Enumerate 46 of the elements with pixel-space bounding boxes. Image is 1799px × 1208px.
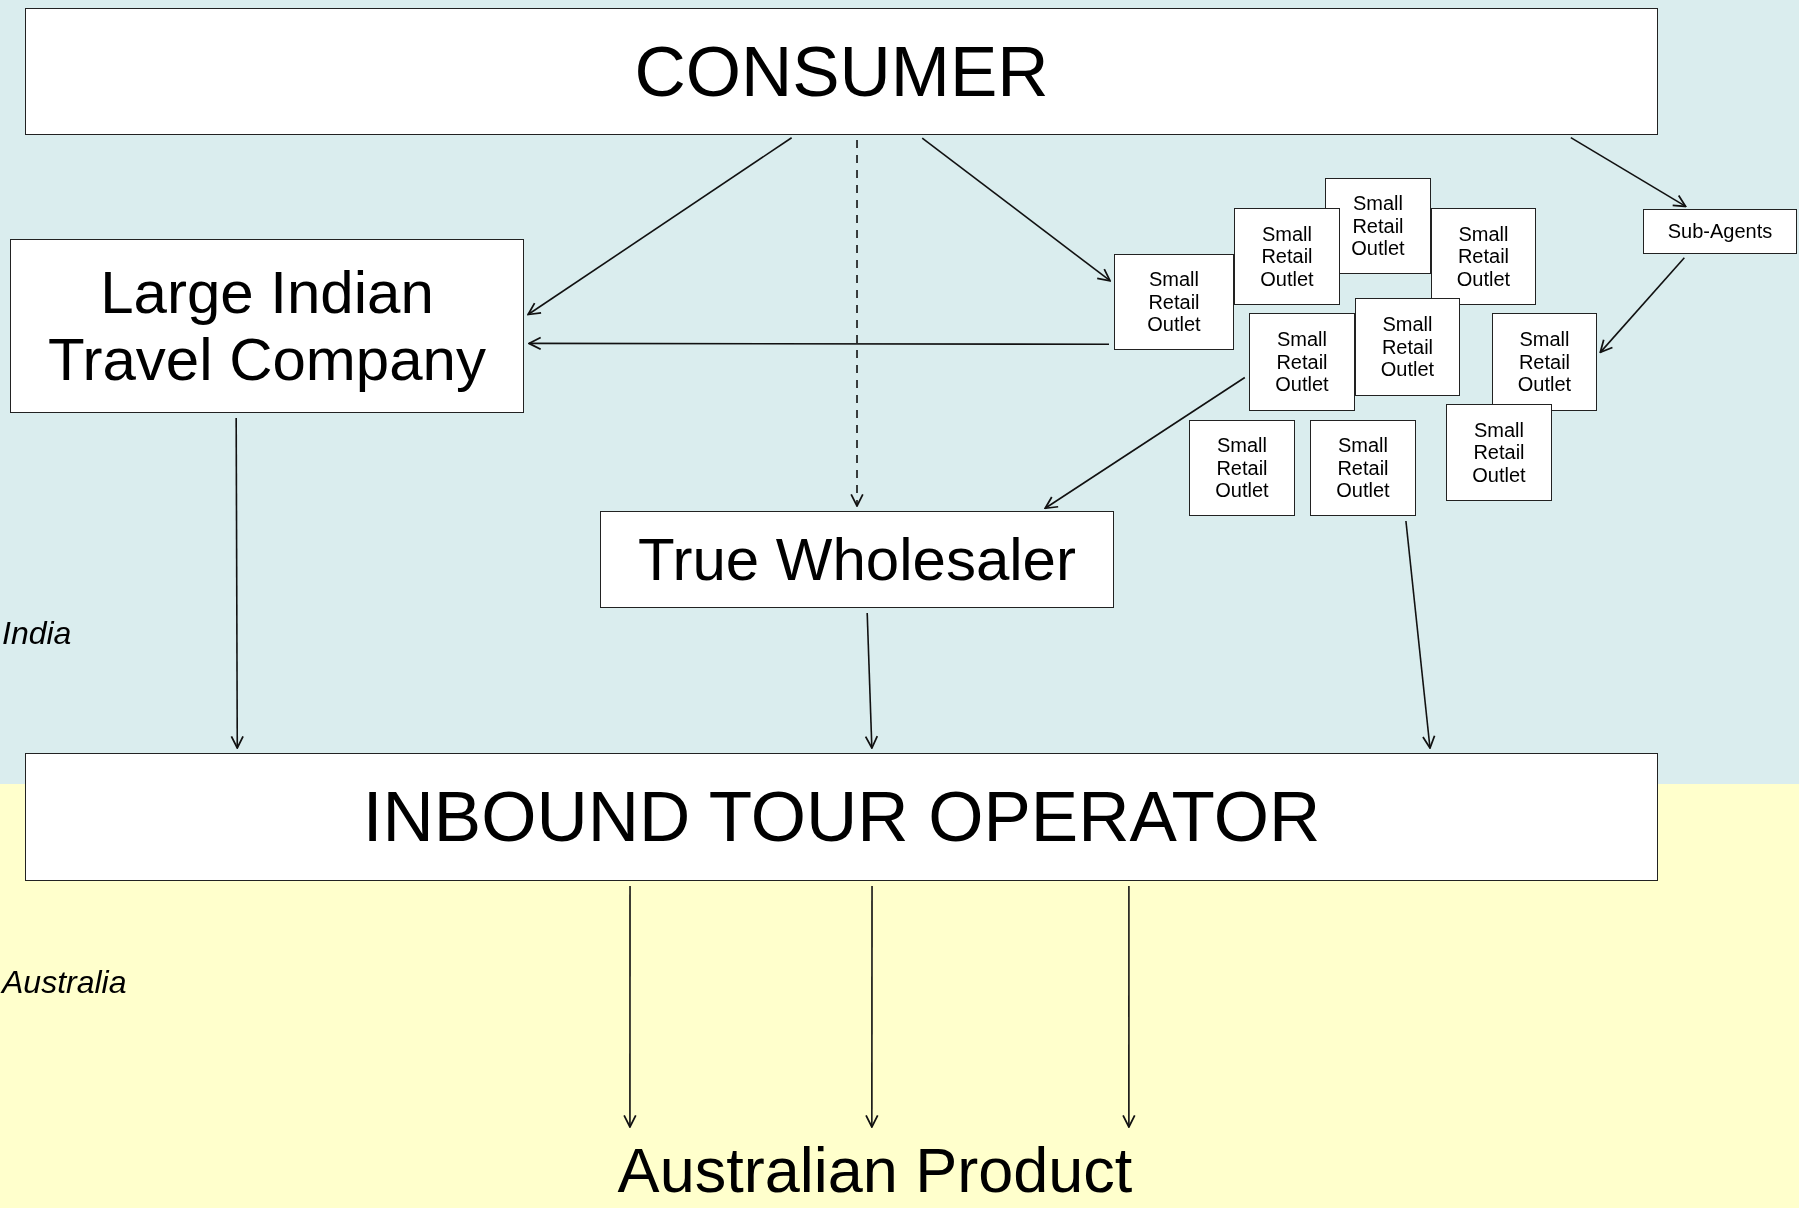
box-label: Small Retail Outlet xyxy=(1455,222,1512,291)
arrow xyxy=(1044,376,1246,510)
arrow xyxy=(528,336,1110,351)
arrow xyxy=(921,137,1111,282)
arrow xyxy=(1122,885,1136,1128)
box-label: INBOUND TOUR OPERATOR xyxy=(362,777,1321,857)
box-label: Small Retail Outlet xyxy=(1516,328,1573,396)
box-label: True Wholesaler xyxy=(638,525,1076,594)
box-label: Small Retail Outlet xyxy=(1214,434,1270,502)
box-label: Small Retail Outlet xyxy=(1146,268,1202,336)
arrow xyxy=(850,139,864,507)
arrow xyxy=(623,885,637,1128)
arrow xyxy=(865,885,879,1128)
box-label: Small Retail Outlet xyxy=(1335,434,1391,502)
process-box xyxy=(1643,209,1797,254)
arrow xyxy=(864,612,879,749)
process-box xyxy=(10,239,524,413)
arrow xyxy=(527,137,793,316)
box-label: Small Retail Outlet xyxy=(1379,313,1436,381)
node-label: Australian Product xyxy=(617,1134,1133,1206)
arrow xyxy=(1599,256,1686,354)
process-box xyxy=(1234,208,1340,305)
process-box xyxy=(600,511,1114,608)
process-box xyxy=(1114,254,1234,350)
process-box xyxy=(25,753,1658,881)
box-label: Sub-Agents xyxy=(1667,220,1773,243)
process-box xyxy=(1310,420,1416,516)
process-box xyxy=(1355,298,1460,396)
arrow xyxy=(230,417,244,749)
region-label: Australia xyxy=(2,964,127,1001)
box-label: Large Indian Travel Company xyxy=(47,258,487,394)
process-box xyxy=(1189,420,1295,516)
box-label: Small Retail Outlet xyxy=(1350,192,1406,260)
box-label: Small Retail Outlet xyxy=(1471,418,1527,487)
process-box xyxy=(1492,313,1597,411)
arrow xyxy=(1570,136,1687,208)
region-label: India xyxy=(2,615,72,652)
process-box xyxy=(1446,404,1552,501)
box-label: Small Retail Outlet xyxy=(1259,222,1315,291)
box-label: Small Retail Outlet xyxy=(1274,328,1330,396)
process-box xyxy=(1325,178,1431,274)
arrow xyxy=(1405,520,1436,749)
process-box xyxy=(1249,313,1355,411)
box-label: CONSUMER xyxy=(634,31,1049,112)
process-box xyxy=(1431,208,1536,305)
process-box xyxy=(25,8,1658,135)
